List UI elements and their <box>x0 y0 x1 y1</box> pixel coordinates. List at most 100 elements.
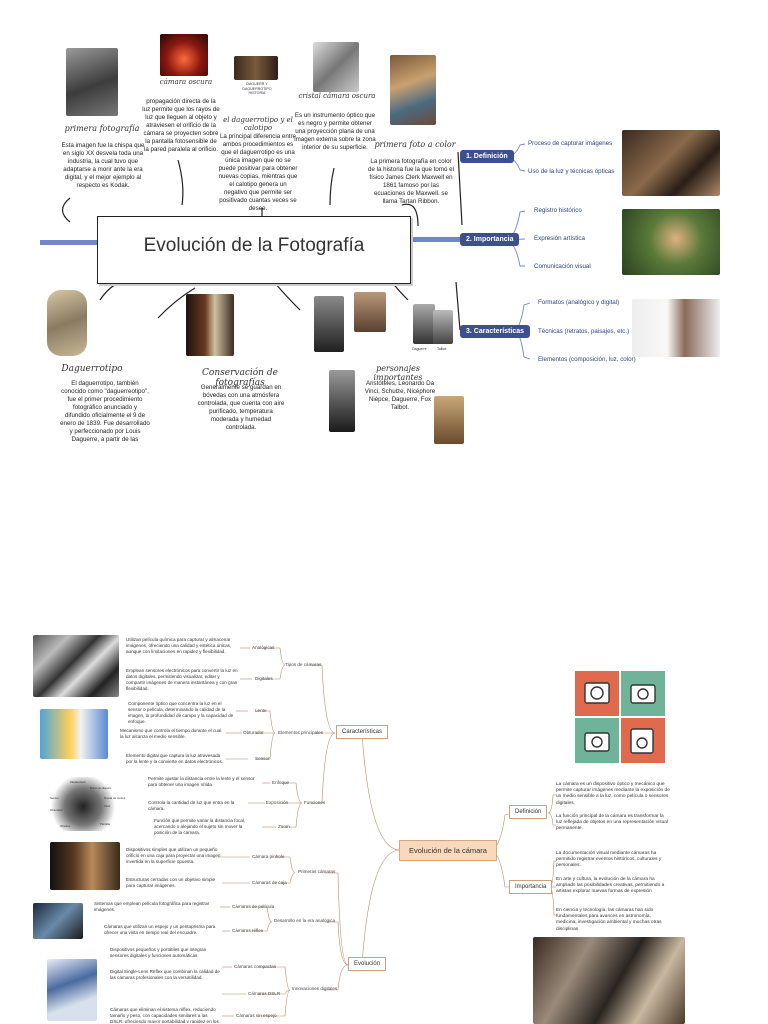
label-exposicion: Exposición <box>266 800 289 805</box>
conservacion-photo <box>186 294 234 356</box>
camera-label-rueda: Rueda de modos <box>104 796 126 800</box>
label-camaras-dslr: Cámaras DSLR <box>248 991 281 996</box>
daguerrotipo-historia-label: DAGUERR Y DAGUERROTIPO HISTORIA <box>242 82 272 95</box>
label-lente: Lente <box>255 708 267 713</box>
text-camaras-compactas: Dispositivos pequeños y portátiles que i… <box>110 947 207 958</box>
camera-label-sensor: Sensor <box>50 796 59 800</box>
label-camaras-caja: Cámaras de caja <box>252 880 287 885</box>
definicion-text-1: La cámara es un dispositivo óptico y mec… <box>556 782 670 806</box>
camera-icon <box>584 682 656 754</box>
daguerrotipo-calotipo-title: el daguerrotipo y el calotipo <box>223 116 293 132</box>
text-lente: Componente óptico que concentra la luz e… <box>128 701 234 724</box>
label-primeras-camaras: Primeras cámaras <box>298 869 336 874</box>
importancia-photo <box>622 209 720 275</box>
definicion-item-2: Uso de la luz y técnicas ópticas <box>528 168 615 175</box>
label-camaras-pelicula: Cámaras de película <box>232 904 275 909</box>
personaje-portrait-3 <box>329 370 355 432</box>
connector-arrows <box>61 151 463 331</box>
daguerre-portrait <box>413 304 435 344</box>
daguerrotipo-calotipo-text: La principal diferencia entre ambos proc… <box>218 133 298 212</box>
talbot-camera-photo <box>433 310 453 344</box>
node-evolucion: Evolución <box>348 957 387 971</box>
camera-label-zapata: Zapata flash <box>70 780 86 784</box>
daguerrotipo-title: Daguerrotipo <box>61 364 123 374</box>
talbot-label: Talbot <box>437 347 447 351</box>
caracteristicas-item-1: Formatos (analógico y digital) <box>538 299 620 306</box>
personajes-text: Aristóteles, Leonardo Da Vinci, Schulze,… <box>364 380 436 411</box>
label-elementos-principales: Elementos principales <box>278 730 323 735</box>
poster-evolucion-camara: Zapata flash Botón de disparo Sensor Obt… <box>0 625 768 1024</box>
text-enfoque: Permite ajustar la distancia entre la le… <box>148 776 255 787</box>
importancia-text-2: En arte y cultura, la evolución de la cá… <box>556 877 665 895</box>
primera-foto-color-text: La primera fotografía en color de la his… <box>368 158 454 205</box>
main-title-box: Evolución de la Fotografía <box>97 216 411 284</box>
importancia-item-3: Comunicación visual <box>534 263 591 270</box>
label-camaras-compactas: Cámaras compactas <box>234 964 277 969</box>
label-innovaciones-digitales: Innovaciones digitales <box>292 986 338 991</box>
cristal-camara-oscura-title: cristal cámara oscura <box>298 92 376 100</box>
text-obturador: Mecanismo que controla el tiempo durante… <box>120 728 222 739</box>
text-camaras-caja: Estructuras cerradas con un objetivo sim… <box>126 877 216 888</box>
camera-icon-tiles <box>575 671 665 763</box>
camera-label-obturador: Obturador <box>50 808 63 812</box>
mindmap-center-node: Evolución de la cámara <box>399 840 497 861</box>
importancia-item-1: Registro histórico <box>534 207 582 214</box>
camera-label-pantalla: Pantalla <box>100 822 111 826</box>
text-analogicas: Utilizan película química para capturar … <box>126 637 232 654</box>
badge-importancia: 2. Importancia <box>460 233 520 246</box>
text-camaras-pelicula: Sistemas que emplean película fotográfic… <box>94 901 210 912</box>
caracteristicas-item-2: Técnicas (retratos, paisajes, etc.) <box>538 328 630 335</box>
label-digitales: Digitales <box>255 676 273 681</box>
definicion-photo <box>622 130 720 196</box>
poster-evolucion-fotografia: DAGUERR Y DAGUERROTIPO HISTORIA primera … <box>0 0 768 470</box>
caracteristicas-photo <box>632 299 720 357</box>
cristal-camara-oscura-photo <box>313 42 359 92</box>
text-camaras-reflex: Cámaras que utilizan un espejo y un pent… <box>104 924 216 935</box>
label-obturador: Obturador <box>243 730 264 735</box>
primera-foto-color-title: primera foto a color <box>374 140 456 149</box>
daguerrotipo-photo <box>47 290 87 356</box>
camera-label-objetivo: Objetivo <box>60 824 71 828</box>
label-funciones: Funciones <box>304 800 326 805</box>
text-exposicion: Controla la cantidad de luz que entra en… <box>148 800 235 811</box>
label-desarrollo-analogica: Desarrollo en la era analógica <box>274 918 336 923</box>
daguerrotipo-text: El daguerrotipo, también conocido como "… <box>60 380 150 443</box>
camara-oscura-title: cámara oscura <box>159 78 213 86</box>
label-zoom: Zoom <box>278 824 290 829</box>
importancia-item-2: Expresión artística <box>534 235 585 242</box>
camera-label-visor: Visor <box>104 804 111 808</box>
historic-photos-collage <box>533 937 685 1024</box>
node-caracteristicas: Características <box>336 725 389 739</box>
definicion-item-1: Proceso de capturar imágenes <box>528 140 613 147</box>
text-camara-pinhole: Dispositivos simples que utilizan un peq… <box>126 847 221 864</box>
label-analogicas: Analógicas <box>252 645 275 650</box>
conservacion-text: Generalmente se guardan en bóvedas con u… <box>197 384 285 431</box>
label-sensor: Sensor <box>255 756 270 761</box>
camera-anatomy-diagram <box>48 777 118 831</box>
camara-oscura-photo <box>160 34 208 76</box>
text-digitales: Emplean sensores electrónicos para conve… <box>126 668 238 691</box>
node-definicion: Definición <box>509 805 548 819</box>
leonardo-portrait <box>434 396 464 444</box>
camera-parts-diagram <box>40 709 108 759</box>
caracteristicas-item-3: Elementos (composición, luz, color) <box>538 356 636 363</box>
text-sensor: Elemento digital que captura la luz atra… <box>126 753 224 764</box>
text-zoom: Función que permite variar la distancia … <box>154 818 246 835</box>
personaje-portrait-1 <box>314 296 344 352</box>
daguerrotipo-cameras-photo <box>234 56 278 80</box>
conservacion-title: Conservación de fotografías <box>202 368 278 388</box>
cristal-camara-oscura-text: Es un instrumento óptico que es negro y … <box>294 112 376 151</box>
primera-fotografia-text: Esta imagen fue la chispa que en siglo X… <box>61 142 145 189</box>
definicion-text-2: La función principal de la cámara es tra… <box>556 814 669 832</box>
left-blue-bar <box>40 240 98 245</box>
film-camera-photo <box>33 903 83 939</box>
camera-label-boton: Botón de disparo <box>90 786 112 790</box>
node-importancia: Importancia <box>509 880 553 894</box>
cameras-collage <box>33 635 119 697</box>
right-blue-bar <box>410 237 462 242</box>
badge-caracteristicas: 3. Características <box>460 325 530 338</box>
primera-fotografia-title: primera fotografía <box>64 124 140 133</box>
primera-foto-color-photo <box>390 55 436 125</box>
label-tipos-camaras: Tipos de cámaras <box>285 662 322 667</box>
label-enfoque: Enfoque <box>272 780 290 785</box>
